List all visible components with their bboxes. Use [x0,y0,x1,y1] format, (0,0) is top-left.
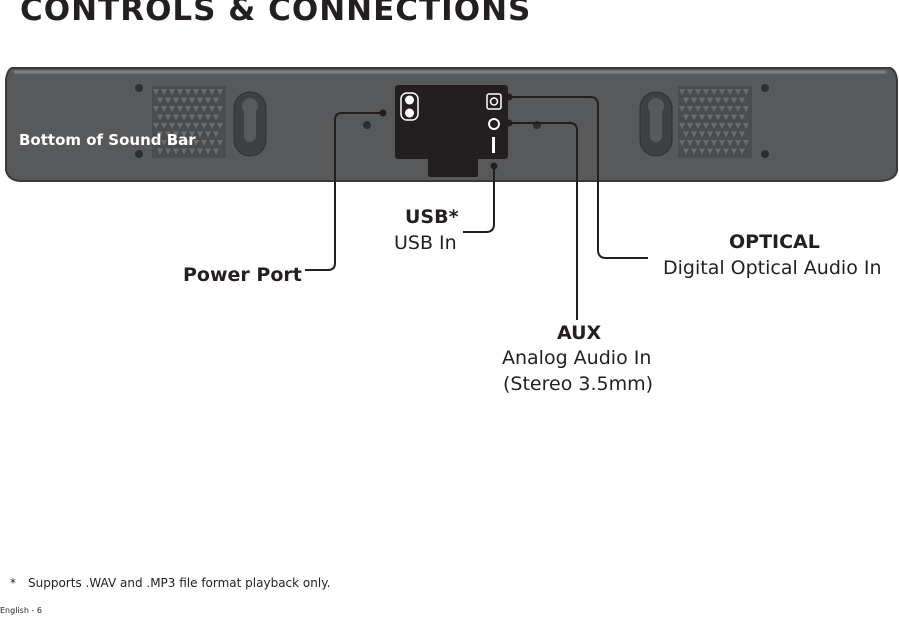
optical-port-socket [486,93,502,110]
usb-leader [463,166,495,233]
left-mount-keyhole [233,91,267,157]
right-speaker-grille [678,86,752,158]
leader-endpoints [379,93,513,170]
power-callout-name: Power Port [183,264,302,286]
page-number: English - 6 [0,606,42,615]
footnote-marker: * [10,576,16,590]
aux-leader [509,122,578,320]
leader-lines [305,96,648,320]
page-title: CONTROLS & CONNECTIONS [20,0,532,28]
power-leader [305,112,383,271]
aux-callout-description-line2: (Stereo 3.5mm) [503,373,654,395]
aux-callout-name: AUX [557,322,602,344]
aux-port-socket [488,118,500,130]
connector-panel [395,85,508,177]
footnote: * Supports .WAV and .MP3 file format play… [10,576,330,590]
power-port-socket [400,92,419,121]
aux-callout-description-line1: Analog Audio In [502,347,652,369]
footnote-text: Supports .WAV and .MP3 file format playb… [28,576,331,590]
usb-port-socket [492,137,495,153]
left-speaker-grille [152,86,226,158]
optical-leader [509,96,648,259]
right-mount-keyhole [639,91,673,157]
usb-callout-name: USB* [405,206,459,228]
usb-callout-description: USB In [394,232,457,254]
optical-callout-name: OPTICAL [729,231,820,253]
optical-callout-description: Digital Optical Audio In [663,257,882,279]
bar-label: Bottom of Sound Bar [19,131,196,149]
